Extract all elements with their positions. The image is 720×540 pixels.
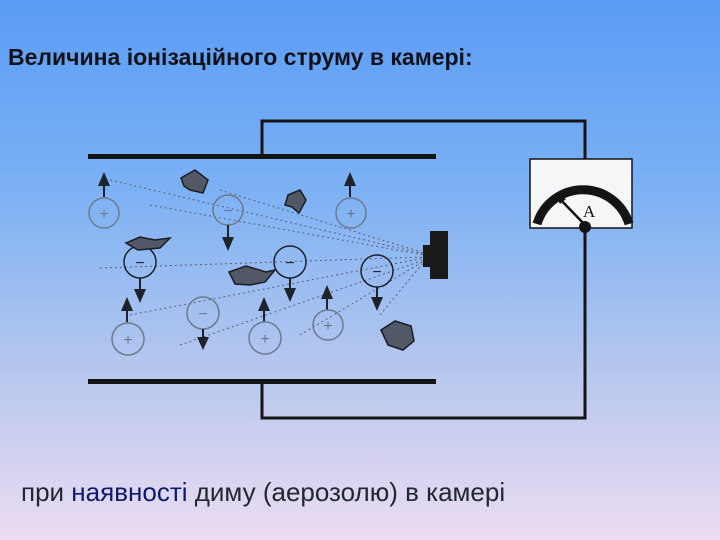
smoke-particle [124,236,173,251]
top-electrode-plate [88,154,436,159]
smoke-particle [180,169,209,194]
negative-ion: − [123,245,157,303]
ion-sign: + [260,331,269,348]
positive-ion: + [111,297,145,356]
ion-sign: − [285,255,294,272]
caption-highlight: наявності [71,477,188,507]
smoke-particle [380,320,415,351]
ion-sign: − [223,203,232,220]
ion-sign: − [135,255,144,272]
radiation-source [423,231,448,279]
ammeter-needle-tip [555,194,566,204]
radiation-source-emitter [423,245,431,267]
radiation-rays [99,179,425,346]
ammeter-label: A [583,202,596,221]
caption: при наявності диму (аерозолю) в камері [21,477,505,508]
caption-part-3: диму (аерозолю) в камері [187,477,506,507]
radiation-source-block [430,231,448,279]
smoke-particles [124,169,415,351]
negative-ion: − [212,194,244,251]
ammeter-scale-arc [532,185,634,226]
ammeter: A [529,158,634,233]
negative-ion: − [186,296,220,350]
ion-sign: + [99,206,108,223]
negative-ion: − [360,254,394,311]
smoke-particle [227,265,277,286]
ammeter-pivot [579,221,591,233]
positive-ion: + [88,172,120,229]
ion-sign: + [323,318,332,335]
smoke-particle [284,189,307,215]
caption-part-1: при [21,477,72,507]
circuit-wire-top [260,119,587,159]
positive-ion: + [335,172,367,229]
positive-ion: + [312,285,344,341]
positive-ion: + [248,297,282,355]
negative-ion: − [273,245,307,302]
ion-sign: + [123,332,132,349]
ion-sign: − [198,306,207,323]
ion-sign: − [372,264,381,281]
ammeter-needle [558,197,586,226]
ion-sign: + [346,206,355,223]
circuit-wire-bottom [260,228,587,420]
slide-title: Величина іонізаційного струму в камері: [8,44,473,70]
